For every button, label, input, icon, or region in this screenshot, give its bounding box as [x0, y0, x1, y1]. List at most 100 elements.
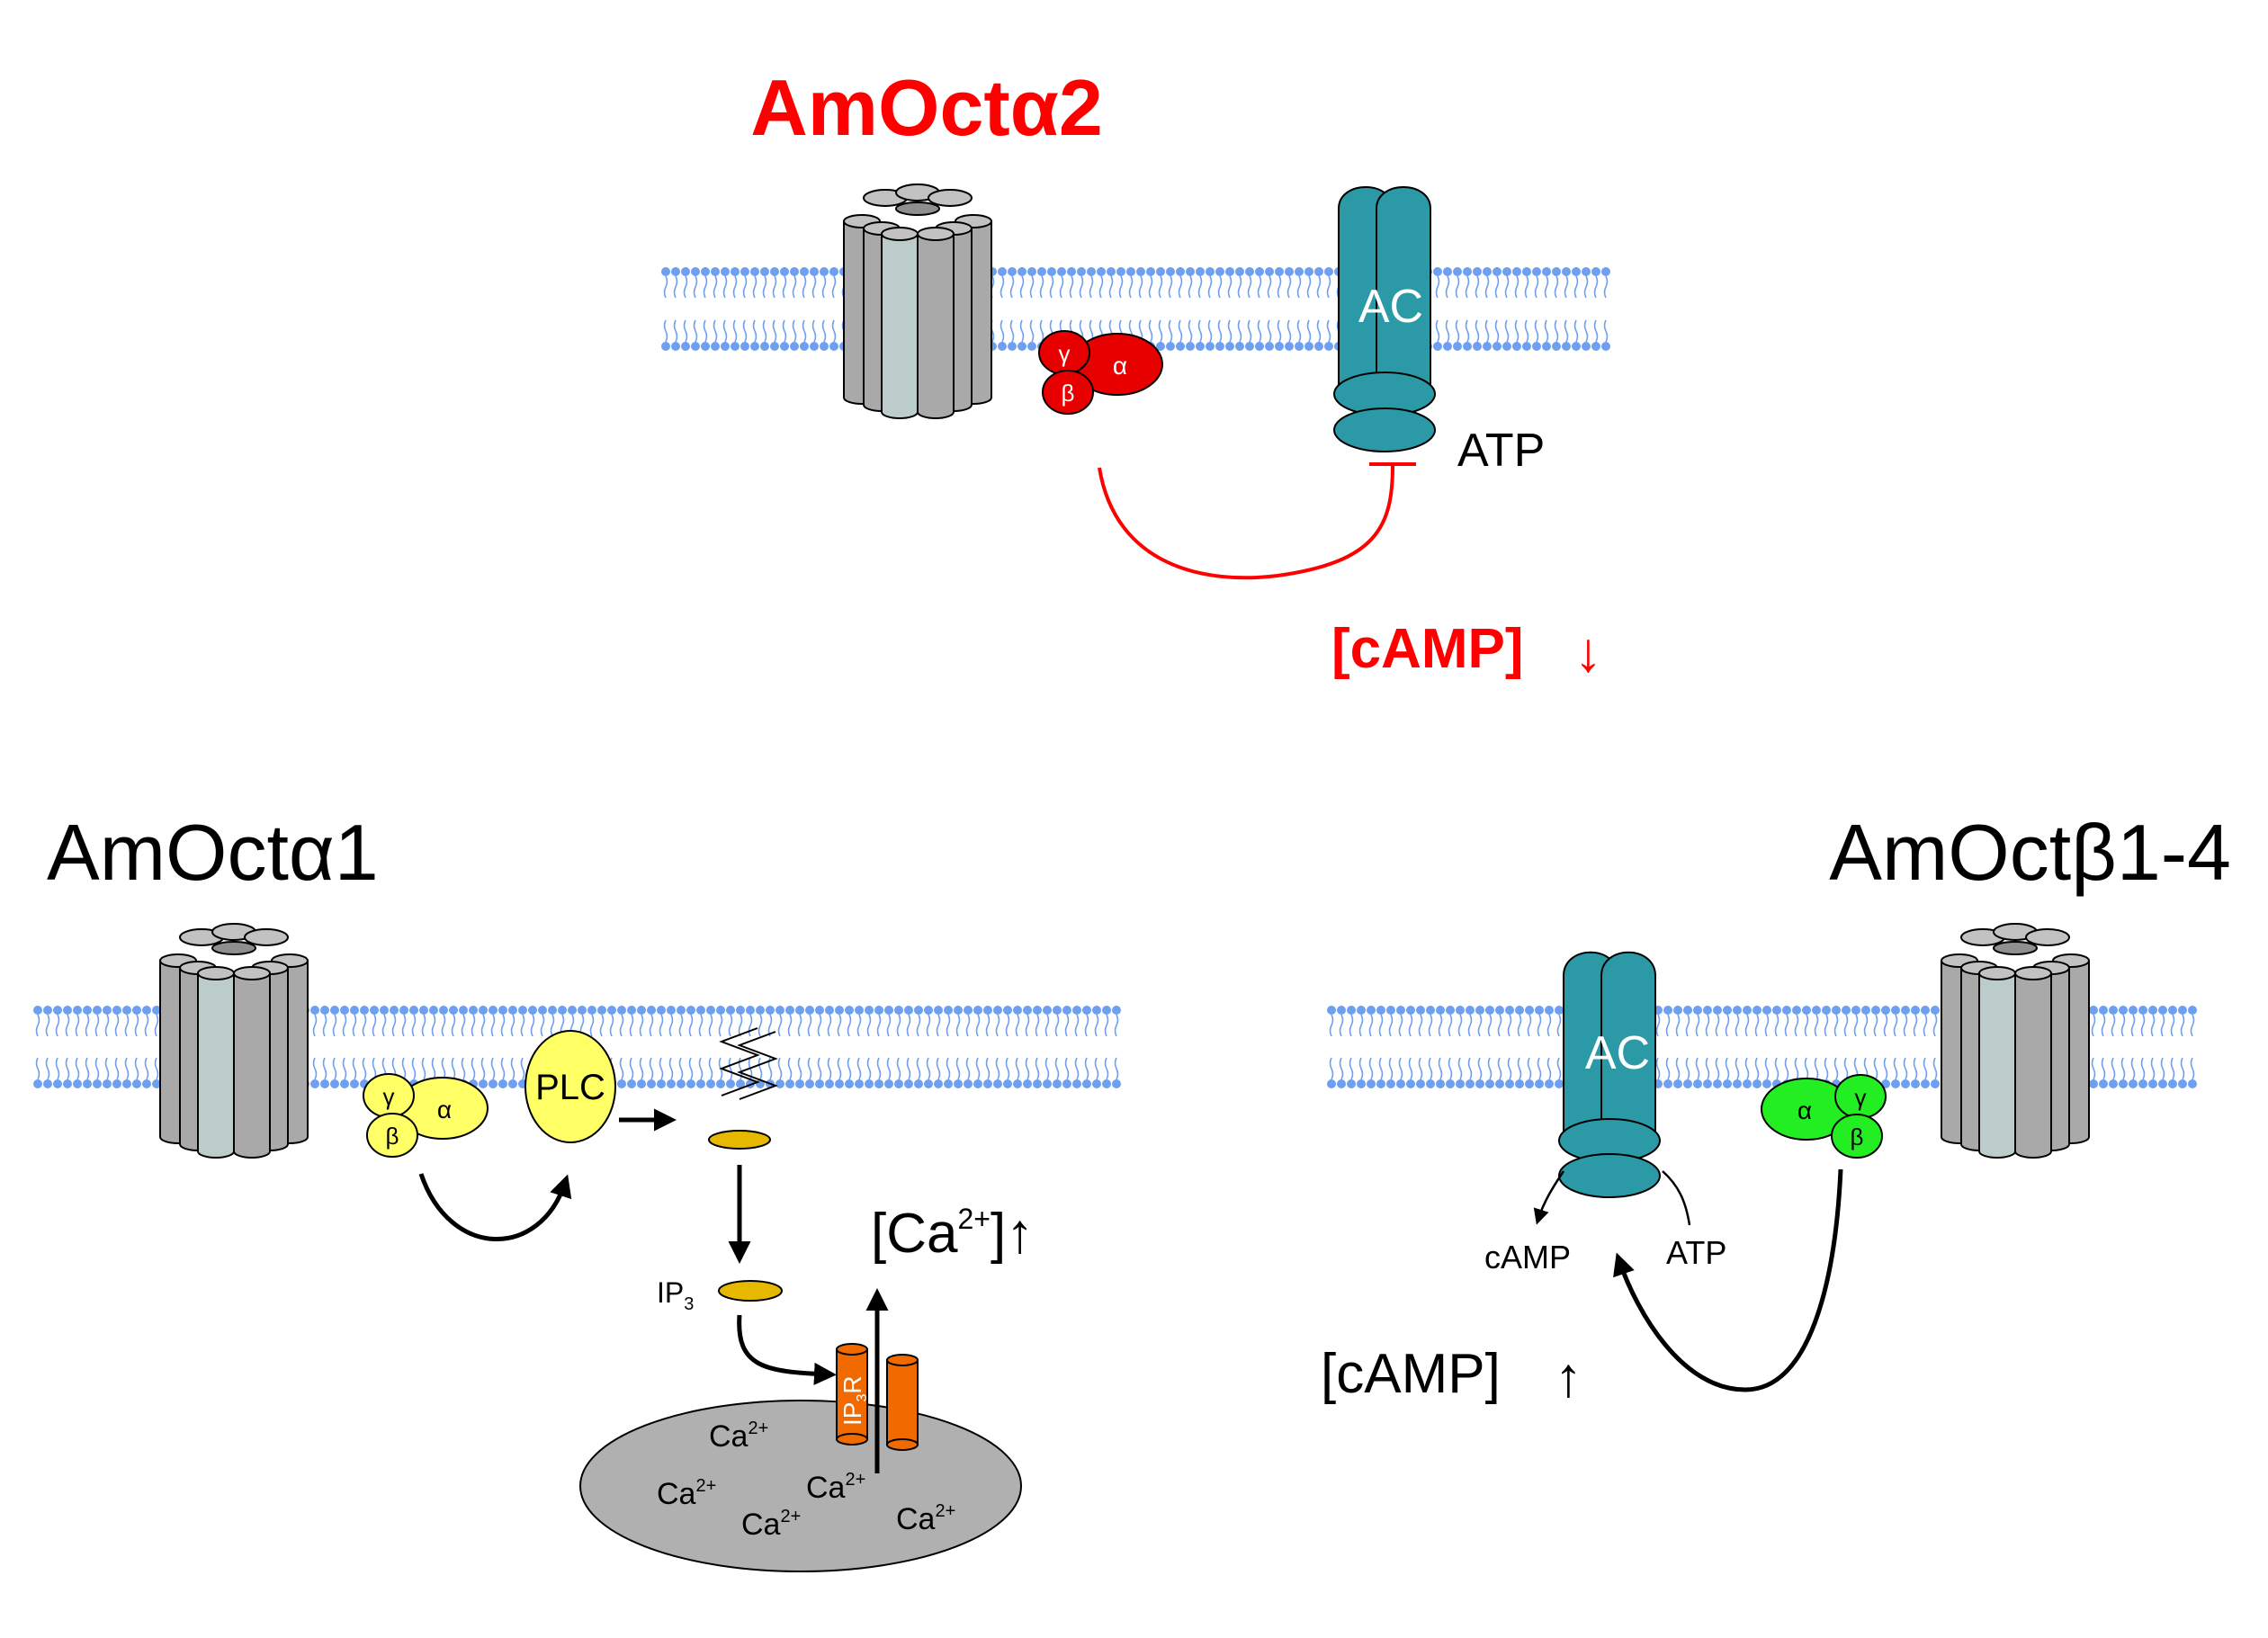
lipid-head	[63, 1006, 72, 1015]
adenylyl-cyclase-right: AC	[1558, 951, 1661, 1198]
lipid-head	[2158, 1006, 2167, 1015]
lipid-head	[2148, 1006, 2157, 1015]
lipid-head	[835, 1006, 844, 1015]
lipid-head	[993, 1079, 1002, 1088]
lipid-head	[1515, 1006, 1524, 1015]
lipid-head	[1673, 1079, 1682, 1088]
lipid-head	[53, 1006, 62, 1015]
lipid-head	[1072, 1079, 1081, 1088]
lipid-head	[1367, 1079, 1376, 1088]
lipid-head	[1891, 1079, 1900, 1088]
lipid-head	[568, 1006, 577, 1015]
lipid-head	[1275, 342, 1284, 351]
lipid-head	[845, 1079, 854, 1088]
lipid-head	[1483, 267, 1492, 276]
transmembrane-helix	[1978, 973, 2016, 1159]
lipid-head	[1562, 267, 1571, 276]
lipid-head	[439, 1006, 448, 1015]
lipid-head	[731, 267, 740, 276]
lipid-head	[2188, 1079, 2197, 1088]
lipid-head	[983, 1079, 992, 1088]
lipid-head	[696, 1006, 705, 1015]
lipid-head	[350, 1006, 359, 1015]
lipid-head	[1186, 342, 1195, 351]
lipid-head	[93, 1006, 102, 1015]
lipid-head	[1881, 1006, 1890, 1015]
camp-small-label: cAMP	[1484, 1239, 1571, 1275]
lipid-head	[1456, 1006, 1465, 1015]
lipid-head	[1013, 1079, 1022, 1088]
lipid-head	[1525, 1079, 1534, 1088]
g-alpha-label: α	[1113, 352, 1127, 380]
lipid-head	[746, 1006, 755, 1015]
lipid-head	[1512, 267, 1521, 276]
lipid-head	[667, 1006, 676, 1015]
lipid-head	[508, 1006, 517, 1015]
lipid-head	[380, 1006, 389, 1015]
lipid-head	[756, 1006, 765, 1015]
lipid-head	[132, 1006, 141, 1015]
lipid-head	[760, 342, 769, 351]
lipid-head	[1713, 1079, 1722, 1088]
helix-cap	[928, 189, 973, 207]
lipid-head	[152, 1006, 161, 1015]
lipid-head	[1304, 342, 1313, 351]
lipid-head	[1156, 267, 1165, 276]
lipid-head	[2148, 1079, 2157, 1088]
lipid-head	[1426, 1079, 1435, 1088]
lipid-head	[587, 1006, 596, 1015]
lipid-head	[1082, 1006, 1091, 1015]
lipid-head	[1043, 1079, 1052, 1088]
lipid-head	[1116, 267, 1125, 276]
lipid-head	[370, 1006, 379, 1015]
lipid-head	[780, 267, 789, 276]
receptor-pore	[1993, 941, 2038, 955]
lipid-head	[1495, 1079, 1504, 1088]
lipid-head	[597, 1006, 606, 1015]
lipid-head	[1453, 342, 1462, 351]
lipid-head	[810, 342, 819, 351]
lipid-head	[1396, 1079, 1405, 1088]
lipid-head	[1463, 267, 1472, 276]
lipid-head	[1502, 267, 1511, 276]
lipid-head	[1572, 267, 1581, 276]
lipid-head	[884, 1079, 893, 1088]
lipid-head	[721, 267, 730, 276]
lipid-head	[1772, 1006, 1781, 1015]
store-ca-3: Ca2+	[806, 1470, 865, 1505]
lipid-head	[1057, 267, 1066, 276]
lipid-head	[1112, 1079, 1121, 1088]
lipid-head	[479, 1079, 488, 1088]
ip3-label: IP3	[657, 1276, 694, 1314]
lipid-head	[1525, 1006, 1534, 1015]
lipid-head	[1502, 342, 1511, 351]
lipid-head	[716, 1006, 725, 1015]
lipid-head	[1572, 342, 1581, 351]
lipid-head	[1097, 267, 1106, 276]
lipid-head	[2158, 1079, 2167, 1088]
g-gamma-label: γ	[1059, 340, 1071, 367]
lipid-head	[112, 1079, 121, 1088]
lipid-head	[330, 1079, 339, 1088]
transmembrane-helix	[2014, 973, 2052, 1159]
lipid-head	[1693, 1006, 1702, 1015]
lipid-head	[657, 1006, 666, 1015]
lipid-head	[390, 1006, 399, 1015]
lipid-head	[1196, 342, 1205, 351]
lipid-head	[73, 1006, 82, 1015]
lipid-head	[1743, 1079, 1752, 1088]
lipid-head	[1443, 267, 1452, 276]
lipid-head	[409, 1006, 418, 1015]
lipid-head	[1762, 1006, 1771, 1015]
lipid-head	[1861, 1006, 1870, 1015]
lipid-head	[1505, 1006, 1514, 1015]
lipid-head	[1535, 1079, 1544, 1088]
lipid-head	[1493, 342, 1502, 351]
lipid-head	[1017, 267, 1026, 276]
lipid-head	[350, 1079, 359, 1088]
plc-enzyme: PLC	[524, 1030, 616, 1143]
lipid-head	[1396, 1006, 1405, 1015]
lipid-head	[1225, 342, 1234, 351]
lipid-head	[924, 1079, 933, 1088]
lipid-head	[627, 1079, 636, 1088]
